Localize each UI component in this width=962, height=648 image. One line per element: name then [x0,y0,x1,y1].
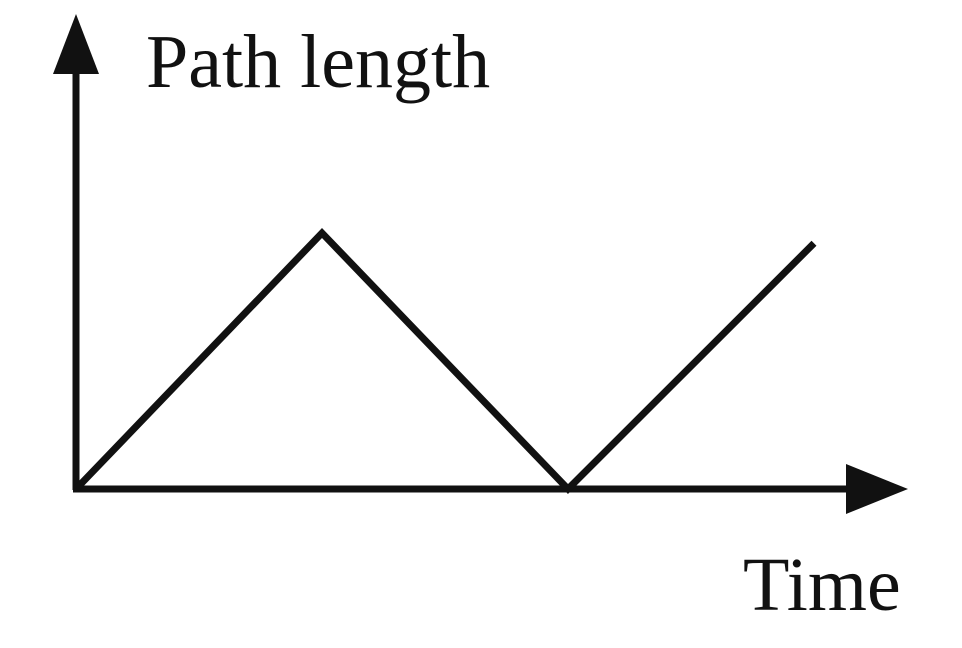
y-axis-title: Path length [146,20,490,104]
x-axis-arrowhead [846,464,908,514]
y-axis [53,14,99,490]
y-axis-arrowhead [53,14,99,74]
x-axis-title: Time [743,543,901,627]
series-layer [73,227,817,494]
x-axis [73,464,908,514]
series-line-0 [73,227,817,494]
